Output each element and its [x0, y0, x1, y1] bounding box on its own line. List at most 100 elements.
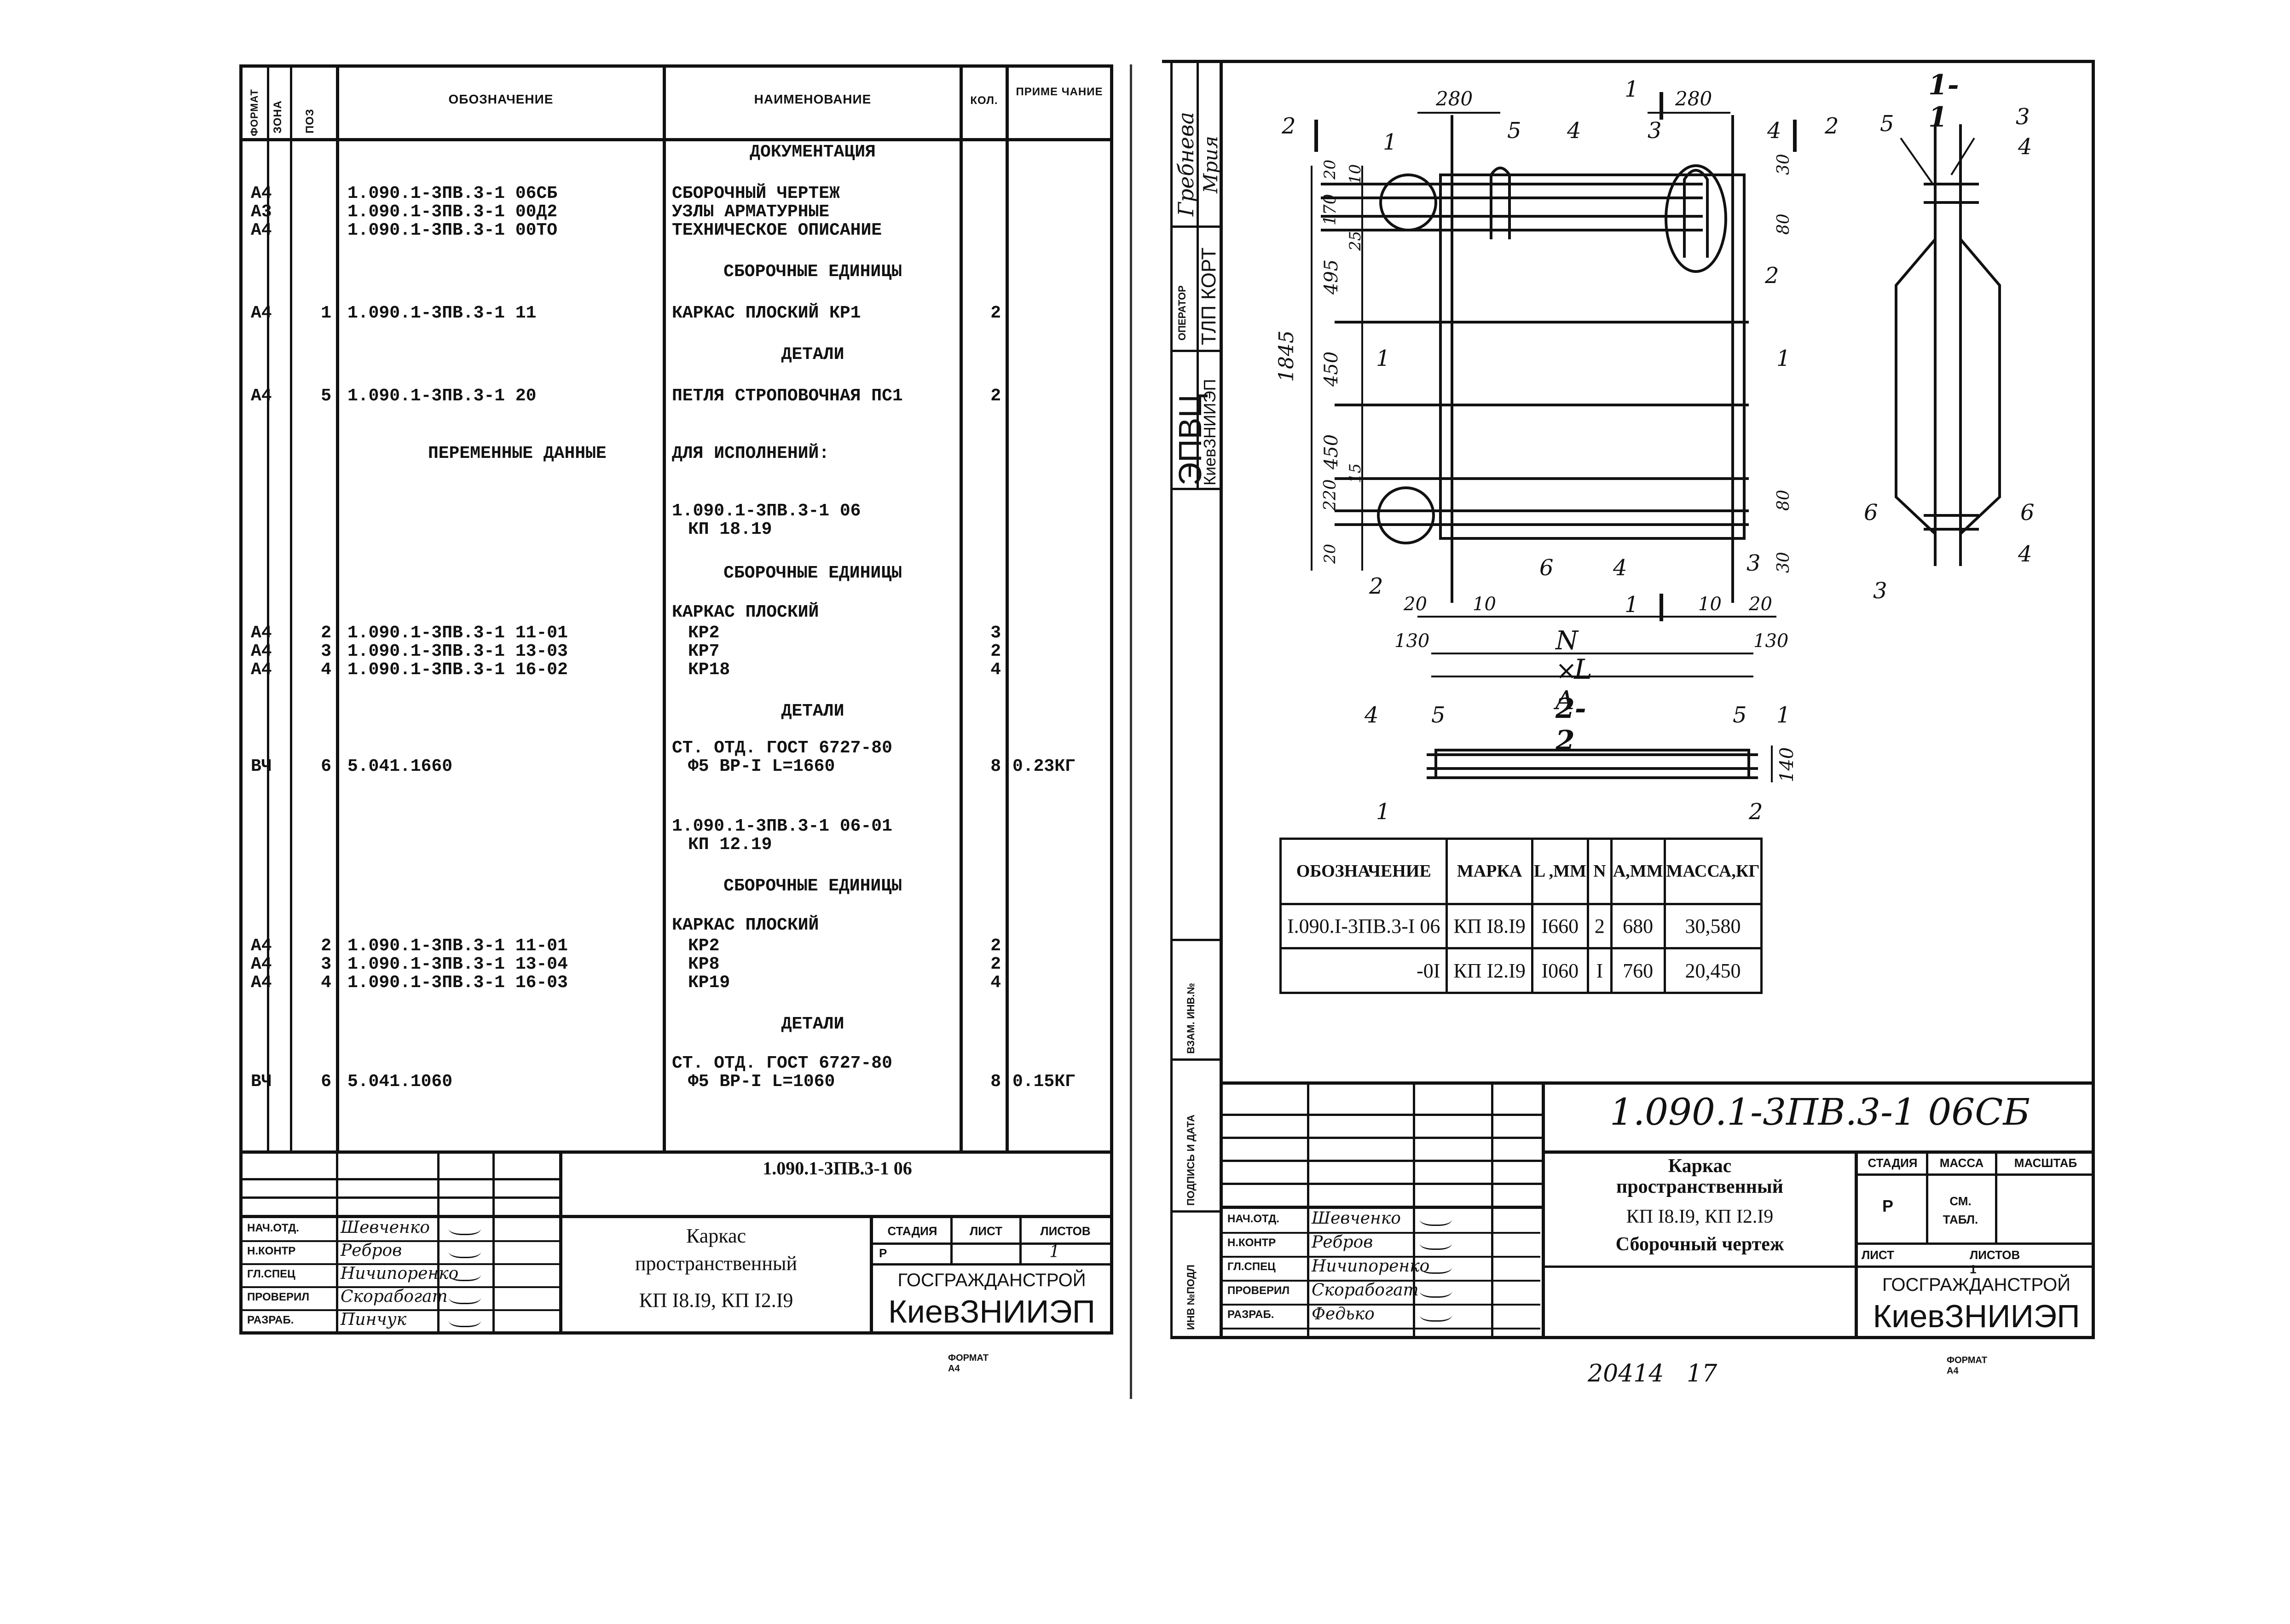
- tb-grid-v3: [492, 1150, 495, 1335]
- vt-r0-mark: КП I8.I9: [1446, 902, 1533, 950]
- table-row: -0I КП I2.I9 I060 I 760 20,450: [1279, 947, 1763, 994]
- spec-row-7-fmt: А4: [251, 386, 272, 406]
- rtb-g4: [1223, 1183, 1542, 1185]
- role-row-line: [1223, 1280, 1540, 1282]
- spec-row-18-pos: 6: [321, 757, 331, 776]
- right-sheets-label: ЛИСТОВ 1: [1970, 1248, 2020, 1276]
- role-row-line: [243, 1332, 560, 1334]
- dim-30b: 30: [1774, 552, 1793, 573]
- dim-450b: 450: [1321, 434, 1342, 469]
- spec-row-20-name: КП 12.19: [688, 835, 772, 855]
- spec-row-24-name: КР8: [688, 954, 720, 974]
- role-label: НАЧ.ОТД.: [1227, 1213, 1279, 1225]
- spec-row-15-name: КР18: [688, 660, 730, 680]
- callout-5b: 5: [1880, 111, 1894, 137]
- signature-mark: [1420, 1282, 1452, 1298]
- dim-10b: 10: [1473, 594, 1496, 615]
- spec-row-4-name: СБОРОЧНЫЕ ЕДИНИЦЫ: [723, 262, 902, 282]
- vt-r1-mass: 20,450: [1663, 947, 1763, 994]
- col-line-name: [663, 64, 666, 1150]
- callout-5d: 5: [1733, 702, 1747, 728]
- left-sheet-label: ЛИСТ: [970, 1224, 1002, 1238]
- side-div-1: [1173, 225, 1220, 228]
- dim-450a: 450: [1321, 351, 1342, 387]
- callout-5: 5: [1507, 118, 1521, 144]
- signature-mark: [1420, 1210, 1452, 1226]
- tb-grid-2: [243, 1196, 559, 1199]
- spec-row-15-fmt: А4: [251, 660, 272, 680]
- callout-5c: 5: [1431, 702, 1446, 728]
- role-name: Ничипоренко: [1312, 1257, 1430, 1276]
- spec-row-22-name: КАРКАС ПЛОСКИЙ: [672, 915, 819, 935]
- vt-r1-des: -0I: [1279, 947, 1448, 994]
- left-sheets-value: 1: [1049, 1243, 1060, 1261]
- spec-row-5-qty: 2: [990, 303, 1001, 323]
- spec-row-15-des: 1.090.1-3ПВ.3-1 16-02: [347, 660, 568, 680]
- spec-row-2-fmt: А3: [251, 202, 272, 222]
- dim-280b: 280: [1675, 87, 1712, 110]
- spec-row-23-des: 1.090.1-3ПВ.3-1 11-01: [347, 936, 568, 956]
- right-mass-value: СМ. ТАБЛ.: [1943, 1194, 1978, 1226]
- variant-table: ОБОЗНАЧЕНИЕ МАРКА L ,ММ N А,ММ МАССА,КГ …: [1279, 838, 1763, 994]
- dim-20b: 20: [1321, 543, 1339, 564]
- spec-row-13-qty: 3: [990, 623, 1001, 643]
- right-stage-value: Р: [1882, 1196, 1894, 1215]
- callout-6b: 6: [1864, 500, 1878, 526]
- left-stage-value: Р: [879, 1246, 887, 1260]
- callout-4a: 4: [1567, 118, 1581, 144]
- role-name: Ребров: [341, 1241, 402, 1260]
- role-label: Н.КОНТР: [247, 1245, 296, 1257]
- spec-row-23-pos: 2: [321, 936, 331, 956]
- tb-grid-3: [243, 1215, 559, 1218]
- rtb-l3: [1858, 1266, 2095, 1268]
- spec-row-15-pos: 4: [321, 660, 331, 680]
- spec-row-2-name: УЗЛЫ АРМАТУРНЫЕ: [672, 202, 830, 222]
- dim-130a: 130: [1394, 630, 1430, 652]
- role-row-line: [243, 1309, 560, 1311]
- right-org-1: ГОСГРАЖДАНСТРОЙ: [1882, 1275, 2070, 1295]
- rtb-stage-split: [1855, 1150, 1858, 1339]
- left-title-2: пространственный: [635, 1252, 798, 1275]
- callout-1c: 1: [1776, 346, 1791, 371]
- callout-6: 6: [1539, 555, 1554, 581]
- vt-r0-A: 680: [1610, 902, 1666, 950]
- vt-r0-N: 2: [1586, 902, 1613, 950]
- left-frame-top: [243, 64, 1112, 68]
- dim-80a: 80: [1774, 214, 1793, 235]
- spec-row-11-name: СБОРОЧНЫЕ ЕДИНИЦЫ: [723, 563, 902, 583]
- callout-1e: 1: [1376, 799, 1390, 825]
- left-sheets-label: ЛИСТОВ: [1040, 1224, 1091, 1238]
- col-line-note: [1006, 64, 1009, 1150]
- spec-row-6-name: ДЕТАЛИ: [781, 345, 844, 364]
- spec-row-26-name: ДЕТАЛИ: [781, 1014, 844, 1034]
- rtb-code-line: [1545, 1150, 2095, 1154]
- left-stage-label: СТАДИЯ: [887, 1224, 937, 1238]
- header-name: НАИМЕНОВАНИЕ: [754, 92, 872, 106]
- spec-row-14-name: КР7: [688, 642, 720, 661]
- spec-row-19-name: 1.090.1-3ПВ.3-1 06-01: [672, 816, 892, 836]
- side-vert: [1197, 63, 1199, 488]
- left-doc-code: 1.090.1-3ПВ.3-1 06: [763, 1158, 912, 1179]
- dim-80b: 80: [1774, 490, 1793, 511]
- role-name: Федько: [1312, 1305, 1375, 1323]
- spec-row-13-fmt: А4: [251, 623, 272, 643]
- vt-h-des: ОБОЗНАЧЕНИЕ: [1279, 838, 1448, 905]
- spec-row-23-fmt: А4: [251, 936, 272, 956]
- vt-r1-A: 760: [1610, 947, 1666, 994]
- spec-row-25-qty: 4: [990, 973, 1001, 993]
- role-label: ГЛ.СПЕЦ: [247, 1268, 295, 1280]
- rtb-split: [1542, 1081, 1545, 1339]
- role-name: Ребров: [1312, 1233, 1373, 1252]
- right-frame-right: [2092, 60, 2095, 1339]
- spec-row-5-fmt: А4: [251, 303, 272, 323]
- spec-row-12-name: КАРКАС ПЛОСКИЙ: [672, 602, 819, 622]
- spec-row-24-fmt: А4: [251, 954, 272, 974]
- header-designation: ОБОЗНАЧЕНИЕ: [448, 92, 554, 106]
- spec-row-28-name: Ф5 ВР-I L=1060: [688, 1072, 835, 1092]
- dim-1845: 1845: [1275, 330, 1298, 382]
- spec-row-28-fmt: ВЧ: [251, 1072, 272, 1092]
- vt-r0-L: I660: [1531, 902, 1589, 950]
- dim-495: 495: [1321, 259, 1342, 295]
- side-div-6: [1173, 1210, 1220, 1213]
- spec-row-28-pos: 6: [321, 1072, 331, 1092]
